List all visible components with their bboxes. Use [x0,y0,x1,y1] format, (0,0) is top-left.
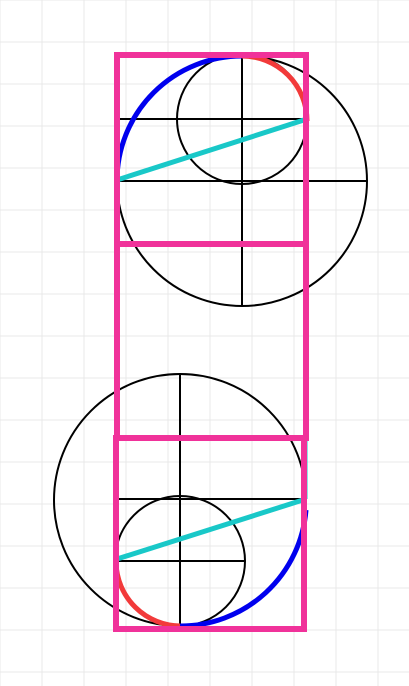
bottom-diagonal [116,496,307,562]
bottom-frame [113,435,307,632]
bottom-blue-arc [179,509,309,629]
top-diagonal [116,116,308,183]
top-figure [114,53,368,307]
frame-group [113,52,309,632]
middle-frame [114,241,309,441]
